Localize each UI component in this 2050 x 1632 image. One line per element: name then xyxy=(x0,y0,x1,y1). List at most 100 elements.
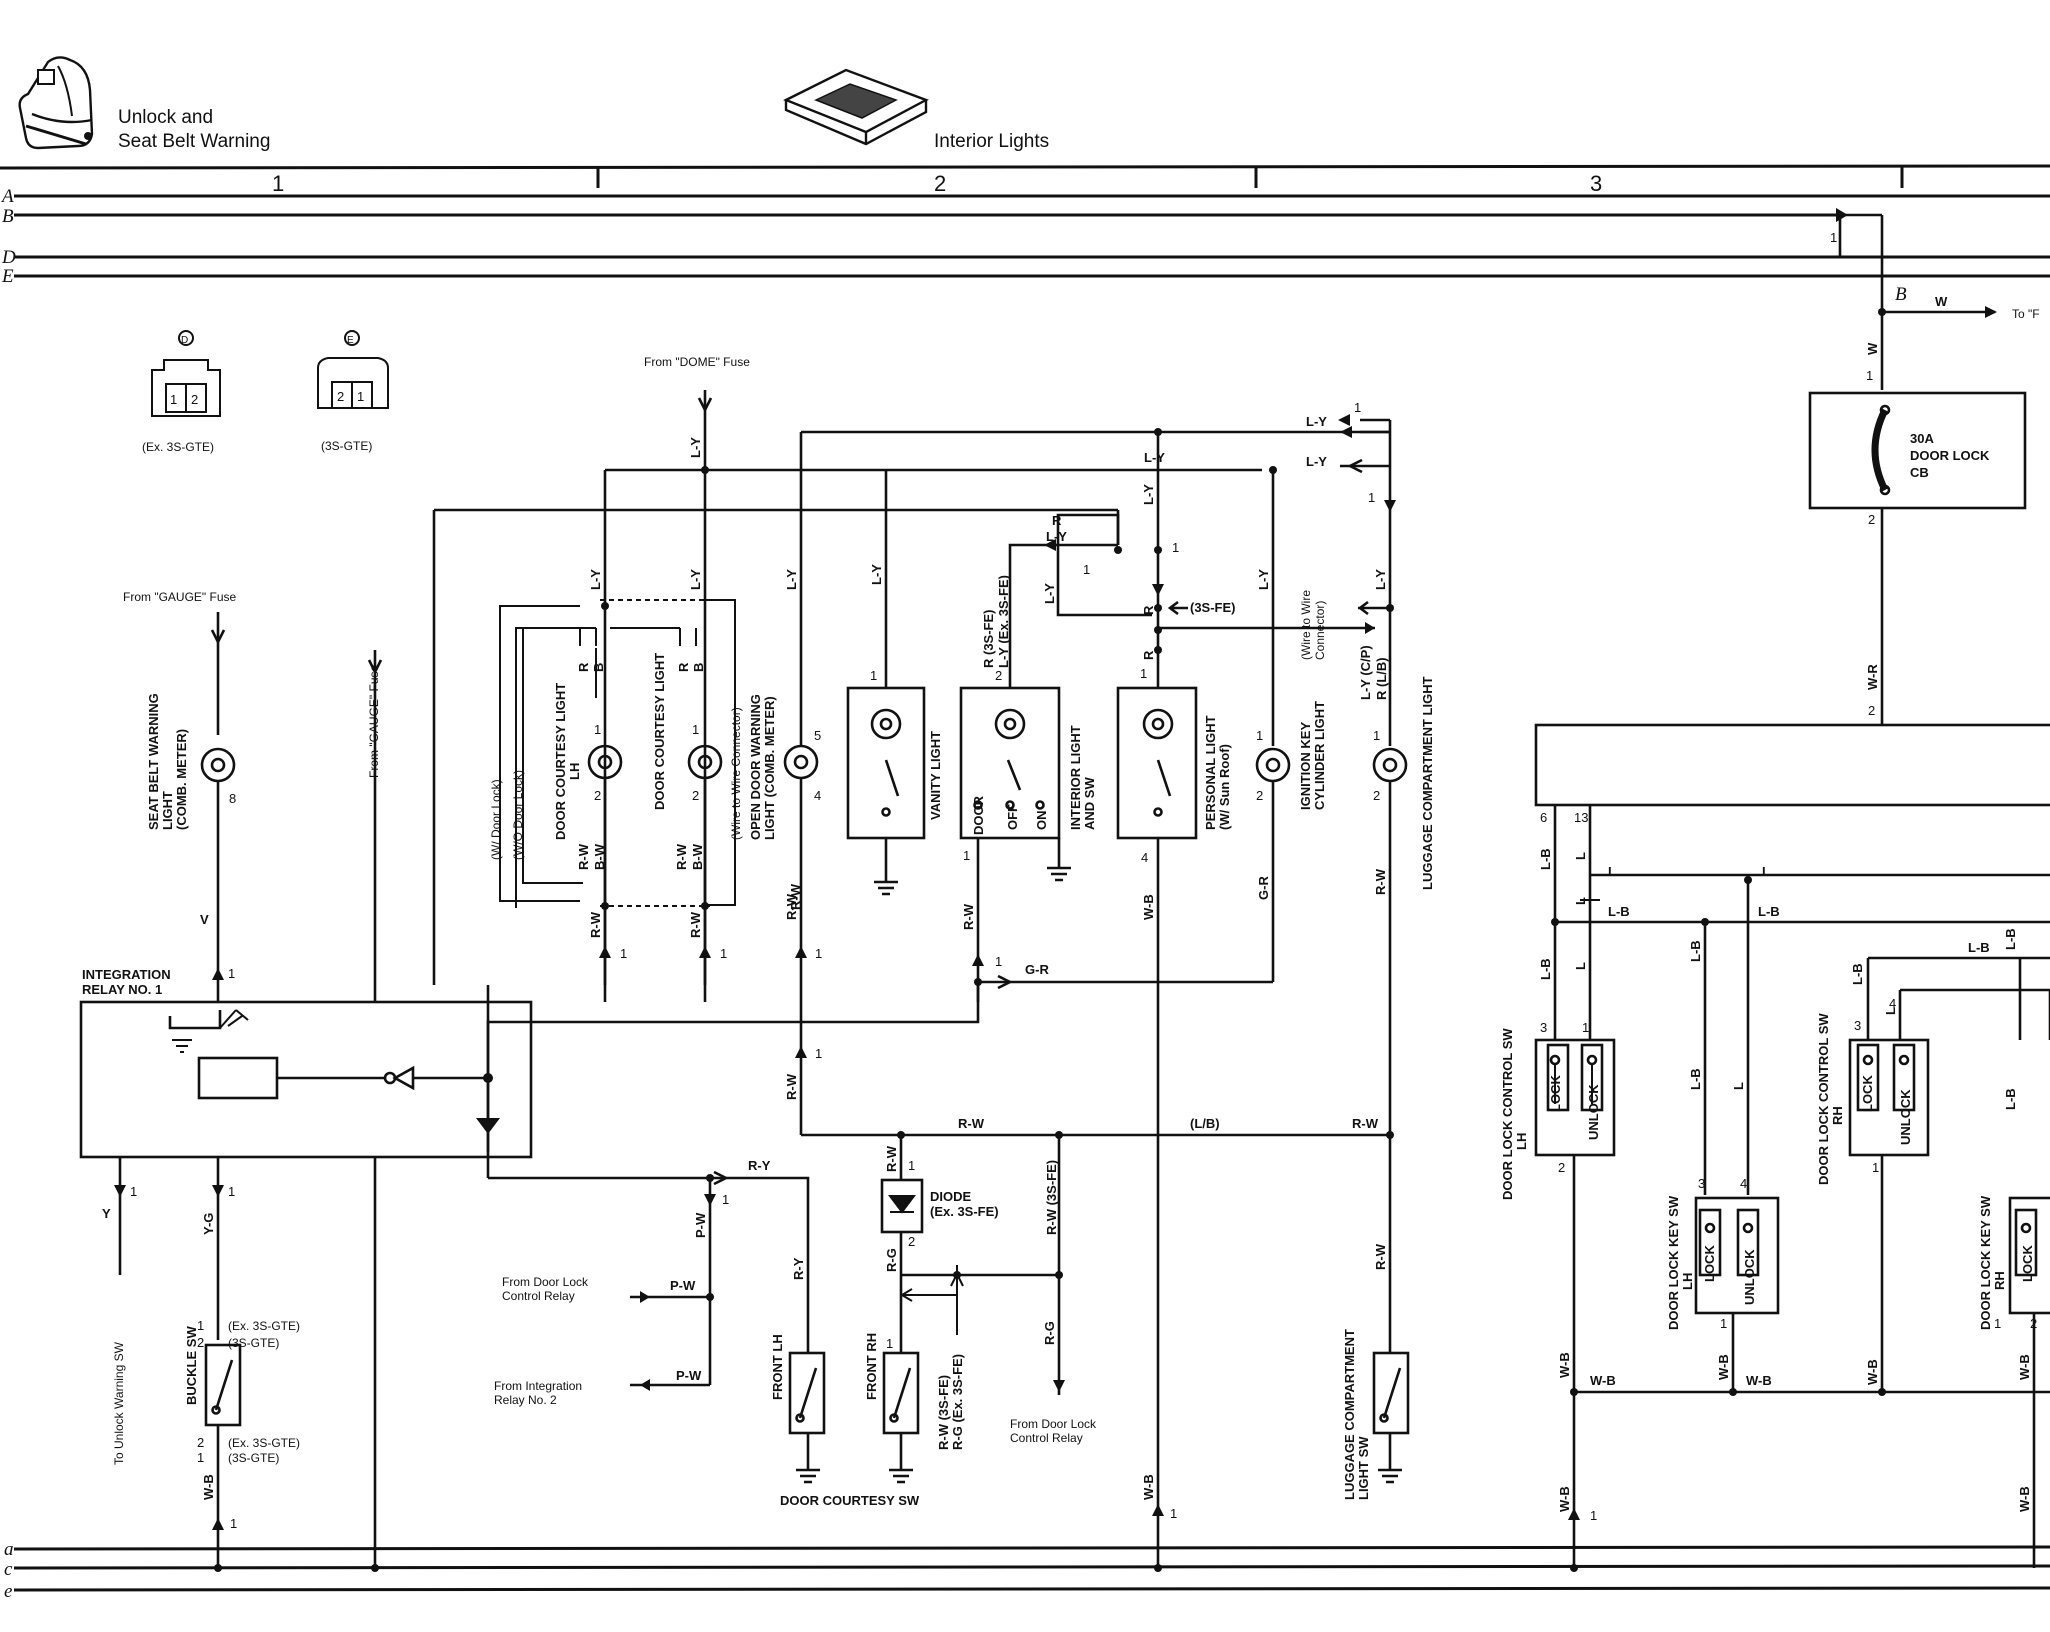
svg-text:1: 1 xyxy=(1140,666,1147,681)
svg-text:(COMB. METER): (COMB. METER) xyxy=(174,729,189,830)
svg-text:RH: RH xyxy=(1830,1106,1845,1125)
svg-text:V: V xyxy=(200,912,209,927)
bus-label-a: A xyxy=(0,186,14,207)
svg-text:1: 1 xyxy=(197,1450,204,1465)
svg-text:L: L xyxy=(1731,1082,1746,1090)
dl-key-lh-label: DOOR LOCK KEY SW LH xyxy=(1666,1195,1695,1330)
bus-c-lower xyxy=(13,1564,2050,1570)
svg-text:LIGHT: LIGHT xyxy=(160,791,175,830)
svg-text:1: 1 xyxy=(1172,540,1179,555)
svg-text:2: 2 xyxy=(995,668,1002,683)
svg-text:W-B: W-B xyxy=(1141,1474,1156,1500)
svg-text:L: L xyxy=(1573,852,1588,860)
svg-text:1: 1 xyxy=(594,722,601,737)
svg-text:LOCK: LOCK xyxy=(1702,1245,1717,1282)
svg-text:1: 1 xyxy=(1830,230,1837,245)
svg-text:G-R: G-R xyxy=(1256,876,1271,900)
svg-text:(W/O Door Lock): (W/O Door Lock) xyxy=(511,770,525,860)
svg-text:L-B: L-B xyxy=(1608,904,1630,919)
svg-text:L-Y (C/P): L-Y (C/P) xyxy=(1358,645,1373,700)
svg-text:8: 8 xyxy=(229,791,236,806)
svg-text:INTERIOR LIGHT: INTERIOR LIGHT xyxy=(1068,725,1083,830)
svg-text:B-W: B-W xyxy=(592,843,607,870)
svg-text:R-G: R-G xyxy=(884,1248,899,1272)
svg-text:R-W: R-W xyxy=(961,903,976,930)
svg-text:LOCK: LOCK xyxy=(1548,1075,1563,1112)
svg-text:(Ex. 3S-GTE): (Ex. 3S-GTE) xyxy=(228,1436,300,1450)
svg-text:Connector): Connector) xyxy=(1313,601,1327,660)
zone-2: 2 xyxy=(934,171,946,196)
seat-belt-light-label: SEAT BELT WARNING LIGHT (COMB. METER) xyxy=(146,693,189,830)
door-lock-control-sw-rh xyxy=(1848,1038,1930,1157)
svg-text:1: 1 xyxy=(1994,1316,2001,1331)
svg-text:R-W: R-W xyxy=(1373,868,1388,895)
svg-text:W-B: W-B xyxy=(2017,1486,2032,1512)
svg-text:P-W: P-W xyxy=(676,1368,702,1383)
svg-text:DOOR LOCK KEY SW: DOOR LOCK KEY SW xyxy=(1666,1195,1681,1330)
svg-text:W-B: W-B xyxy=(201,1474,216,1500)
svg-text:1: 1 xyxy=(228,1184,235,1199)
svg-text:(L/B): (L/B) xyxy=(1190,1116,1220,1131)
svg-text:L-Y: L-Y xyxy=(1144,450,1165,465)
bus-label-e-lower: e xyxy=(4,1581,12,1602)
svg-text:1: 1 xyxy=(908,1158,915,1173)
svg-text:DIODE: DIODE xyxy=(930,1189,972,1204)
svg-text:DOOR LOCK CONTROL SW: DOOR LOCK CONTROL SW xyxy=(1500,1028,1515,1200)
svg-text:L-Y: L-Y xyxy=(1141,484,1156,505)
svg-text:R-W: R-W xyxy=(884,1145,899,1172)
seat-belt-warning-light xyxy=(200,747,236,783)
svg-text:(Wire to Wire: (Wire to Wire xyxy=(1299,590,1313,660)
bus-label-c-lower: c xyxy=(4,1559,13,1580)
bus-label-b: B xyxy=(2,206,14,227)
svg-text:3: 3 xyxy=(1854,1018,1861,1033)
luggage-sw-label: LUGGAGE COMPARTMENT LIGHT SW xyxy=(1342,1329,1371,1500)
bus-e-lower xyxy=(13,1586,2050,1592)
svg-text:R-W: R-W xyxy=(1352,1116,1379,1131)
svg-text:(Ex. 3S-GTE): (Ex. 3S-GTE) xyxy=(228,1319,300,1333)
svg-text:1: 1 xyxy=(995,954,1002,969)
svg-text:OPEN DOOR WARNING: OPEN DOOR WARNING xyxy=(748,694,763,840)
svg-text:L-Y: L-Y xyxy=(1256,569,1271,590)
svg-text:R: R xyxy=(676,662,691,672)
svg-text:1: 1 xyxy=(1373,728,1380,743)
svg-text:L-Y: L-Y xyxy=(1306,454,1327,469)
svg-text:R-G (Ex. 3S-FE): R-G (Ex. 3S-FE) xyxy=(950,1354,965,1450)
svg-text:L: L xyxy=(1608,864,1616,879)
svg-text:4: 4 xyxy=(1141,850,1148,865)
svg-text:DOOR: DOOR xyxy=(971,795,986,835)
svg-text:(W/ Sun Roof): (W/ Sun Roof) xyxy=(1217,744,1232,830)
svg-text:Control Relay: Control Relay xyxy=(1010,1431,1083,1445)
svg-text:1: 1 xyxy=(1590,1508,1597,1523)
open-door-warning-light xyxy=(783,744,819,780)
svg-text:R-W (3S-FE): R-W (3S-FE) xyxy=(936,1375,951,1450)
svg-text:B-W: B-W xyxy=(690,843,705,870)
svg-text:(3S-GTE): (3S-GTE) xyxy=(228,1451,279,1465)
door-lock-control-relay xyxy=(1534,723,2050,807)
svg-text:L-B: L-B xyxy=(1538,958,1553,980)
svg-text:DOOR COURTESY LIGHT: DOOR COURTESY LIGHT xyxy=(553,683,568,840)
svg-text:1: 1 xyxy=(815,946,822,961)
svg-text:(3S-FE): (3S-FE) xyxy=(1190,600,1236,615)
door-courtesy-lh-label: DOOR COURTESY LIGHT LH xyxy=(553,683,582,840)
svg-text:1: 1 xyxy=(1720,1316,1727,1331)
svg-text:3: 3 xyxy=(1540,1020,1547,1035)
svg-text:1: 1 xyxy=(197,1318,204,1333)
connector-e: E 2 1 (3S-GTE) xyxy=(317,330,389,453)
svg-text:W-B: W-B xyxy=(1557,1352,1572,1378)
svg-text:CYLINDER LIGHT: CYLINDER LIGHT xyxy=(1312,701,1327,810)
svg-text:PERSONAL LIGHT: PERSONAL LIGHT xyxy=(1203,715,1218,830)
svg-text:R-W: R-W xyxy=(576,843,591,870)
svg-text:1: 1 xyxy=(230,1516,237,1531)
svg-text:W-R: W-R xyxy=(1865,664,1880,690)
svg-text:L-B: L-B xyxy=(2003,928,2018,950)
svg-text:B: B xyxy=(691,663,706,672)
svg-text:Y: Y xyxy=(102,1206,111,1221)
svg-text:W-B: W-B xyxy=(1746,1373,1772,1388)
integration-relay-no-1 xyxy=(79,1000,533,1159)
svg-text:UNLOCK: UNLOCK xyxy=(1586,1084,1601,1140)
svg-text:4: 4 xyxy=(814,788,821,803)
svg-text:Relay No. 2: Relay No. 2 xyxy=(494,1393,557,1407)
svg-text:R: R xyxy=(576,662,591,672)
svg-text:30A: 30A xyxy=(1910,431,1934,446)
svg-text:LOCK: LOCK xyxy=(2020,1245,2035,1282)
